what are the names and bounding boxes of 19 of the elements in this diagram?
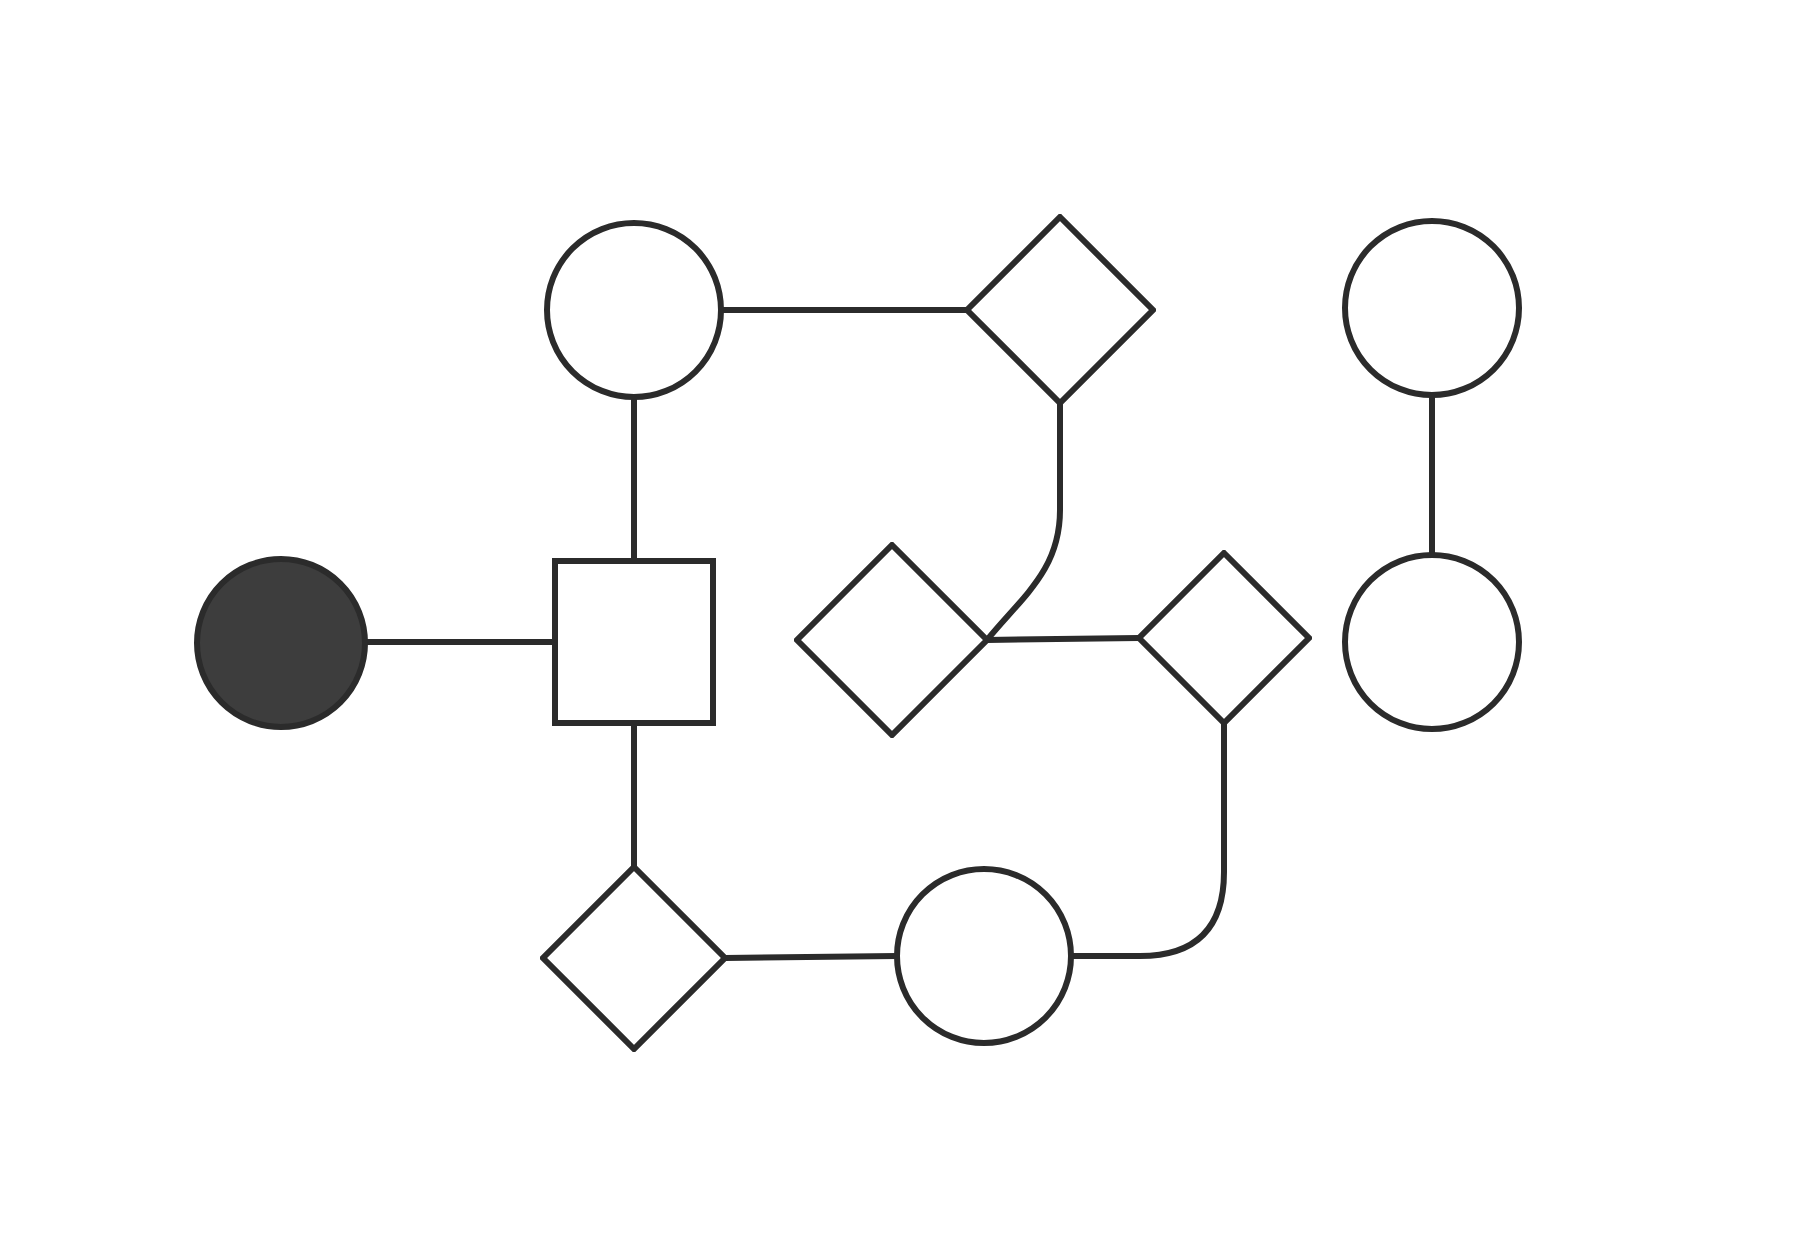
- circle-node: [1342, 218, 1522, 398]
- diamond-node: [794, 542, 990, 738]
- circle-node: [894, 866, 1074, 1046]
- connector-line: [1429, 395, 1435, 555]
- connector-line: [986, 635, 1140, 643]
- diamond-node: [1136, 550, 1312, 726]
- connector-line: [1071, 723, 1227, 959]
- circle-node: [1342, 552, 1522, 732]
- circle-node: [544, 220, 724, 400]
- diamond-node: [964, 214, 1156, 406]
- diamond-node: [540, 864, 728, 1052]
- connector-line: [364, 639, 555, 645]
- connector-line: [631, 723, 637, 867]
- connector-line: [631, 397, 637, 561]
- connector-line: [984, 403, 1063, 642]
- filled-circle-node: [193, 555, 367, 729]
- connector-line: [724, 953, 898, 961]
- square-node: [552, 558, 716, 726]
- connector-line: [721, 307, 967, 313]
